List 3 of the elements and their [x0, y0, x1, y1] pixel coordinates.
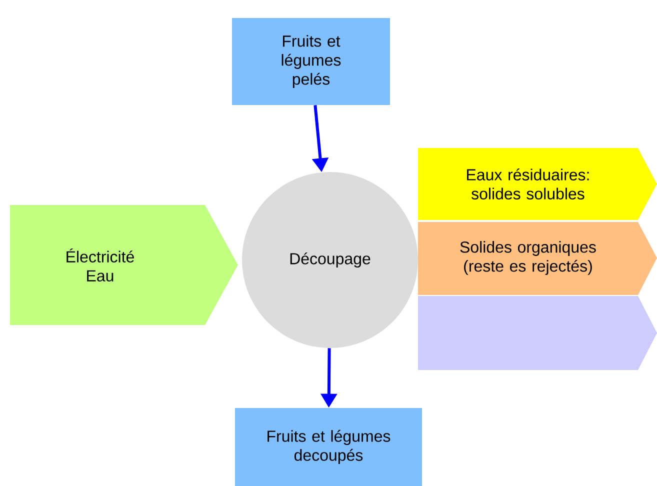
product-box: Fruits et légumes pelés: [232, 18, 390, 105]
flow-arrow-shape: [418, 296, 657, 370]
product-box: Fruits et légumes decoupés: [235, 408, 422, 486]
